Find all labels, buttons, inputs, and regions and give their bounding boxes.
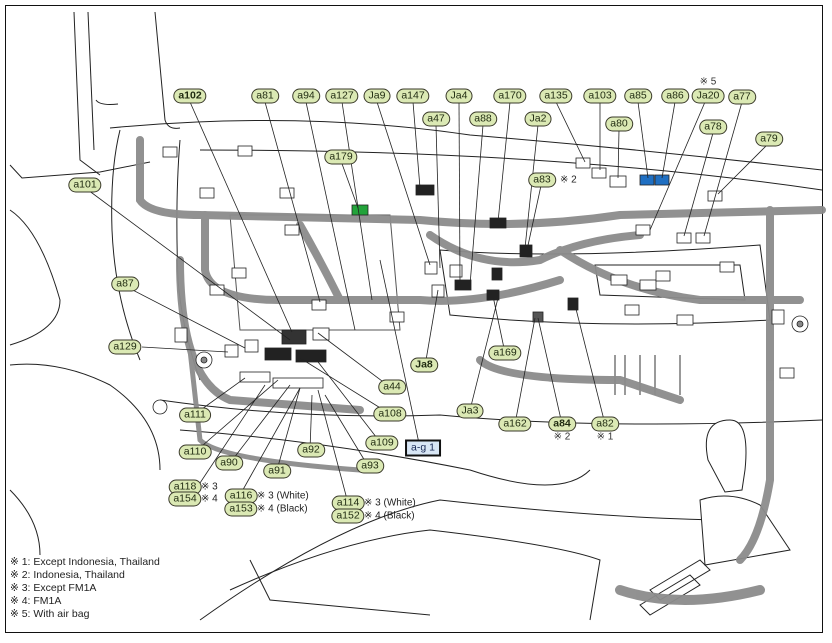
label-Ja20: Ja20 [691, 88, 725, 104]
label-a84: a84 [548, 416, 576, 432]
label-a179: a179 [324, 149, 358, 165]
label-a92: a92 [297, 442, 325, 458]
label-a79: a79 [755, 131, 783, 147]
legend-item: ※ 1: Except Indonesia, Thailand [10, 556, 160, 568]
label-a111: a111 [179, 407, 211, 423]
legend-item: ※ 2: Indonesia, Thailand [10, 569, 125, 581]
legend-item: ※ 3: Except FM1A [10, 582, 97, 594]
label-a91: a91 [263, 463, 291, 479]
note-a116: ※ 3 (White) [257, 490, 309, 502]
label-a86: a86 [661, 88, 689, 104]
label-a109: a109 [365, 435, 399, 451]
note-Ja20: ※ 5 [699, 76, 717, 88]
label-Ja8: Ja8 [410, 357, 438, 373]
label-a153: a153 [224, 501, 258, 517]
label-Ja4: Ja4 [445, 88, 473, 104]
note-a114: ※ 3 (White) [364, 497, 416, 509]
note-a82: ※ 1 [596, 431, 614, 443]
label-a108: a108 [373, 406, 407, 422]
connector-green [351, 204, 369, 216]
label-a152: a152 [331, 508, 365, 524]
label-Ja3: Ja3 [456, 403, 484, 419]
label-a170: a170 [493, 88, 527, 104]
label-a83: a83 [528, 172, 556, 188]
label-a85: a85 [624, 88, 652, 104]
connector-black [281, 329, 307, 345]
label-a77: a77 [728, 89, 756, 105]
label-a88: a88 [469, 111, 497, 127]
label-a162: a162 [498, 416, 532, 432]
label-a47: a47 [422, 111, 450, 127]
label-a78: a78 [699, 119, 727, 135]
label-a81: a81 [251, 88, 279, 104]
label-a116: a116 [224, 488, 258, 504]
label-a-g1: a-g 1 [405, 439, 441, 457]
note-a154: ※ 4 [201, 493, 218, 505]
note-a153: ※ 4 (Black) [257, 503, 308, 515]
label-a169: a169 [488, 345, 522, 361]
harness [136, 136, 826, 605]
connectors [152, 145, 809, 415]
label-a129: a129 [108, 339, 142, 355]
label-a110: a110 [178, 444, 212, 460]
note-a118: ※ 3 [201, 481, 218, 493]
footnote-legend: ※ 1: Except Indonesia, Thailand ※ 2: Ind… [10, 556, 160, 621]
legend-item: ※ 5: With air bag [10, 608, 90, 620]
label-a93: a93 [356, 458, 384, 474]
label-a102: a102 [173, 88, 207, 104]
label-a44: a44 [378, 379, 406, 395]
diagram-frame [5, 5, 823, 633]
label-a127: a127 [325, 88, 359, 104]
label-a135: a135 [539, 88, 573, 104]
label-a147: a147 [396, 88, 430, 104]
legend-item: ※ 4: FM1A [10, 595, 62, 607]
label-a87: a87 [111, 276, 139, 292]
label-a154: a154 [168, 491, 202, 507]
label-a90: a90 [215, 455, 243, 471]
label-a82: a82 [591, 416, 619, 432]
a-pillar-line [73, 11, 101, 176]
note-a152: ※ 4 (Black) [364, 510, 415, 522]
note-a84: ※ 2 [553, 431, 571, 443]
label-a80: a80 [605, 116, 633, 132]
connector-white [162, 146, 178, 158]
note-a83: ※ 2 [560, 174, 577, 186]
connector-blue [639, 174, 655, 186]
label-a103: a103 [583, 88, 617, 104]
label-a94: a94 [292, 88, 320, 104]
label-Ja2: Ja2 [524, 111, 552, 127]
label-a101: a101 [68, 177, 102, 193]
label-Ja9: Ja9 [363, 88, 391, 104]
dash-top-edge [109, 119, 823, 171]
